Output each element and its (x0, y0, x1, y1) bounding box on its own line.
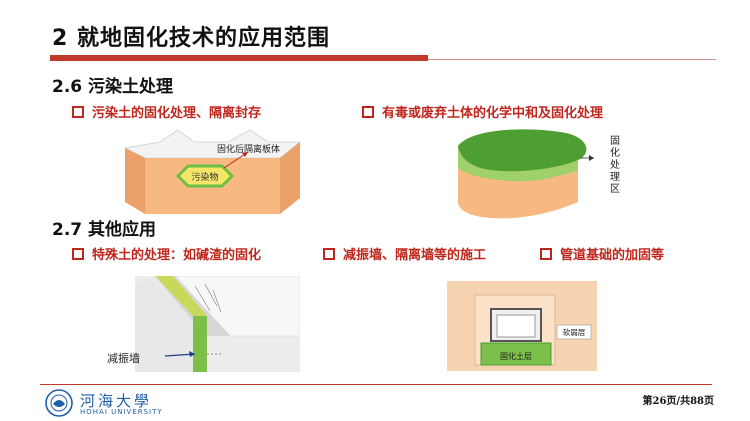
title-underline-thin (428, 59, 716, 60)
soft-layer-label: 软弱层 (563, 327, 586, 337)
vibration-wall-figure (135, 276, 300, 372)
pollutant-label: 污染物 (191, 171, 218, 183)
bullet-item: 特殊土的处理：如碱渣的固化 (72, 244, 261, 263)
footer-rule (40, 384, 712, 385)
bullet-item: 有毒或废弃土体的化学中和及固化处理 (362, 102, 603, 121)
bullet-item: 管道基础的加固等 (540, 244, 664, 263)
section-heading-2-7: 2.7 其他应用 (52, 220, 157, 240)
isolation-block-figure: 污染物 (123, 129, 302, 214)
slide-title: 2 就地固化技术的应用范围 (52, 26, 330, 51)
square-bullet-icon (72, 247, 84, 260)
bullet-text: 管道基础的加固等 (560, 248, 665, 263)
bullet-text: 减振墙、隔离墙等的施工 (343, 248, 487, 263)
treatment-zone-label: 固化处理区 (610, 136, 620, 195)
pipe-foundation-figure: 固化土层 软弱层 (447, 281, 597, 371)
square-bullet-icon (540, 247, 552, 260)
solidified-layer-label: 固化土层 (500, 351, 532, 361)
vibration-wall-label: 减振墙 (107, 352, 140, 365)
bullet-text: 特殊土的处理：如碱渣的固化 (92, 248, 262, 263)
university-logo-text: 河海大學 (80, 392, 153, 410)
treatment-zone-figure (458, 129, 594, 219)
square-bullet-icon (362, 105, 374, 118)
square-bullet-icon (72, 105, 84, 118)
bullet-item: 污染土的固化处理、隔离封存 (72, 102, 261, 121)
page-number: 第26页/共88页 (642, 396, 714, 407)
university-seal-icon (45, 389, 73, 417)
isolation-board-label: 固化后隔离板体 (217, 145, 281, 155)
university-logo-subtitle: HOHAI UNIVERSITY (80, 408, 163, 416)
bullet-item: 减振墙、隔离墙等的施工 (323, 244, 486, 263)
bullet-text: 有毒或废弃土体的化学中和及固化处理 (382, 106, 604, 121)
section-heading-2-6: 2.6 污染土处理 (52, 77, 174, 97)
bullet-text: 污染土的固化处理、隔离封存 (92, 106, 262, 121)
title-underline (50, 55, 428, 61)
square-bullet-icon (323, 247, 335, 260)
